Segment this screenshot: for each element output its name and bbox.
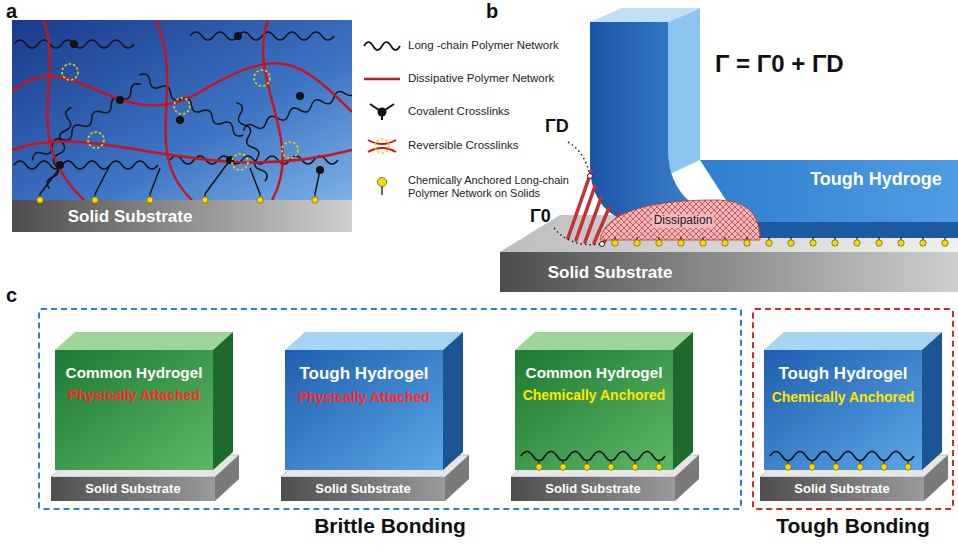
text-stack: Solid Substrate (281, 477, 445, 501)
callout-symbol: Γ0 (530, 206, 551, 227)
text-stack: Common HydrogelChemically Anchored (515, 350, 673, 470)
substrate-label: Solid Substrate (548, 263, 673, 283)
text-stack: Solid Substrate (760, 477, 924, 501)
substrate-slab: Solid Substrate (511, 477, 675, 501)
hydrogel-name: Tough Hydrogel (778, 364, 907, 384)
equation: Γ = Γ0 + ΓD (715, 50, 844, 78)
substrate-label: Solid Substrate (545, 482, 640, 497)
bonding-group: Brittle Bonding Common HydrogelPhysically… (38, 308, 742, 548)
legend-label: Long -chain Polymer Network (408, 39, 559, 53)
dashed-outline (38, 308, 742, 510)
attachment-type: Physically Attached (298, 389, 430, 405)
hydrogel-name: Common Hydrogel (66, 364, 203, 382)
text-stack: Solid Substrate (51, 477, 215, 501)
hydrogel-block: Common HydrogelPhysically Attached (55, 350, 213, 470)
panel-letter: b (486, 0, 498, 23)
text-stack: Tough HydrogelPhysically Attached (285, 350, 443, 470)
group-heading: Brittle Bonding (314, 514, 466, 538)
panel-letter: c (6, 284, 17, 307)
panel-letter: a (6, 0, 17, 23)
legend-label: Reversible Crosslinks (408, 139, 519, 153)
hydrogel-name: Common Hydrogel (526, 364, 663, 382)
text-stack: Solid Substrate (505, 258, 715, 288)
text-stack: Brittle Bonding (38, 514, 742, 538)
text-stack: Common HydrogelPhysically Attached (55, 350, 213, 470)
dashed-outline (752, 308, 954, 510)
substrate-label: Solid Substrate (68, 207, 193, 227)
callout-symbol: ΓD (545, 116, 569, 137)
hydrogel-block: Tough HydrogelPhysically Attached (285, 350, 443, 470)
attachment-type: Chemically Anchored (523, 387, 666, 403)
text-stack: Solid Substrate (30, 203, 230, 230)
substrate-slab: Solid Substrate (760, 477, 924, 501)
legend-label: Covalent Crosslinks (408, 105, 510, 119)
dissipation-label: Dissipation (652, 214, 715, 228)
hydrogel-label: Tough Hydroge (810, 169, 942, 190)
substrate-label: Solid Substrate (85, 482, 180, 497)
substrate-label: Solid Substrate (794, 482, 889, 497)
substrate-label: Solid Substrate (315, 482, 410, 497)
hydrogel-block: Common HydrogelChemically Anchored (515, 350, 673, 470)
hydrogel-block: Tough HydrogelChemically Anchored (764, 350, 922, 470)
attachment-type: Physically Attached (68, 387, 200, 403)
substrate-slab: Solid Substrate (505, 258, 715, 288)
dissipation-zone: Dissipation (645, 209, 721, 233)
legend-label: Dissipative Polymer Network (408, 72, 554, 86)
hydrogel-block: Tough Hydroge (800, 164, 952, 194)
text-stack: Solid Substrate (511, 477, 675, 501)
substrate-slab: Solid Substrate (30, 203, 230, 230)
text-stack: Dissipation (645, 209, 721, 233)
bonding-group: Tough Bonding Tough HydrogelChemically An… (752, 308, 954, 548)
group-heading: Tough Bonding (776, 514, 930, 538)
attachment-type: Chemically Anchored (772, 389, 915, 405)
text-stack: Tough Hydroge (800, 164, 952, 194)
legend-label: Chemically Anchored Long-chain Polymer N… (408, 174, 588, 200)
substrate-slab: Solid Substrate (51, 477, 215, 501)
text-stack: Tough HydrogelChemically Anchored (764, 350, 922, 470)
substrate-slab: Solid Substrate (281, 477, 445, 501)
text-stack: Tough Bonding (752, 514, 954, 538)
hydrogel-name: Tough Hydrogel (299, 364, 428, 384)
